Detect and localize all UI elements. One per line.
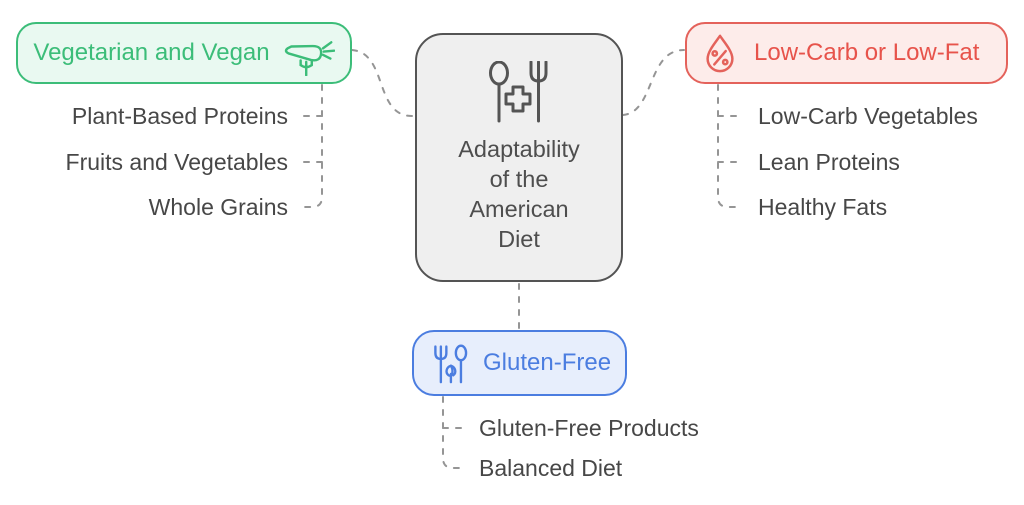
leaf-item-low-carb-vegetables[interactable]: Low-Carb Vegetables: [758, 103, 978, 129]
leaf-item-healthy-fats[interactable]: Healthy Fats: [758, 194, 888, 220]
leaf-item-whole-grains[interactable]: Whole Grains: [148, 194, 288, 220]
droplet-percent-icon: [701, 33, 739, 73]
connector-glutenfree-spine: [442, 396, 465, 469]
node-low-carb-or-low-fat[interactable]: Low-Carb or Low-Fat: [685, 22, 1008, 84]
leaf-item-gluten-free-products[interactable]: Gluten-Free Products: [479, 415, 699, 441]
central-topic-line: American: [469, 196, 569, 222]
spoon-cross-fork-icon: [487, 61, 551, 123]
central-topic-line: of the: [489, 166, 549, 192]
node-vegetarian-and-vegan[interactable]: Vegetarian and Vegan: [16, 22, 352, 84]
central-topic-line: Diet: [498, 226, 540, 252]
fork-leaf-spoon-icon: [430, 342, 470, 384]
connector-center-to-lowcarb: [622, 49, 685, 116]
carrot-on-fork-icon: [283, 30, 335, 76]
connector-vegetarian-spine: [298, 84, 323, 208]
leaf-item-plant-based-proteins[interactable]: Plant-Based Proteins: [71, 103, 288, 129]
connector-lowcarb-spine: [717, 84, 742, 208]
node-glutenfree-label: Gluten-Free: [483, 349, 612, 376]
central-topic-label: Adaptability of the American Diet: [458, 134, 580, 254]
node-lowcarb-label: Low-Carb or Low-Fat: [754, 39, 980, 66]
connector-center-to-vegetarian: [351, 49, 413, 117]
central-topic-line: Adaptability: [458, 136, 580, 162]
node-central-topic[interactable]: Adaptability of the American Diet: [415, 33, 623, 282]
node-gluten-free[interactable]: Gluten-Free: [412, 330, 627, 396]
leaf-item-lean-proteins[interactable]: Lean Proteins: [758, 149, 900, 175]
leaf-item-balanced-diet[interactable]: Balanced Diet: [479, 455, 623, 481]
node-vegetarian-label: Vegetarian and Vegan: [33, 39, 270, 66]
leaf-item-fruits-and-vegetables[interactable]: Fruits and Vegetables: [65, 149, 288, 175]
